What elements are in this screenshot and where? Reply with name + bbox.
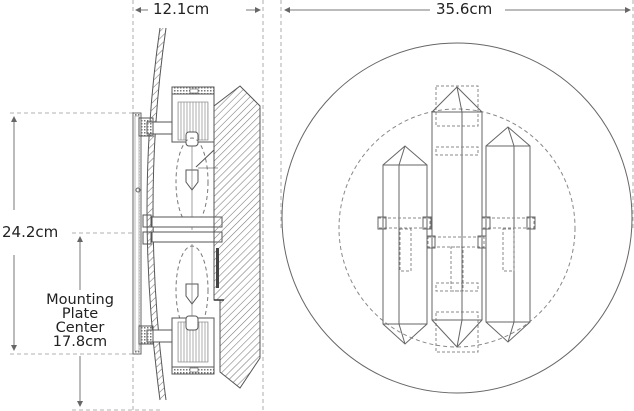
height-dimension-label: 24.2cm (0, 223, 61, 241)
left-crystal (377, 145, 432, 345)
mounting-label-line-4: 17.8cm (52, 334, 108, 350)
mounting-plate-center-label: Mounting Plate Center 17.8cm (40, 293, 120, 349)
center-crystal (426, 85, 487, 353)
side-view (132, 27, 261, 401)
dimension-arrows (11, 7, 631, 407)
mounting-label-line-2: Plate (61, 306, 99, 322)
right-crystal (481, 126, 536, 343)
front-view (281, 42, 633, 394)
depth-dimension-label: 12.1cm (150, 2, 213, 17)
width-dimension-label: 35.6cm (433, 2, 496, 17)
canopy-outline (338, 108, 576, 348)
crystal-prism-side (213, 85, 261, 389)
lower-socket (138, 315, 215, 375)
backplate-outline (281, 42, 633, 394)
upper-socket (138, 86, 215, 147)
mounting-label-line-3: Center (55, 320, 105, 336)
mounting-label-line-1: Mounting (46, 292, 114, 308)
